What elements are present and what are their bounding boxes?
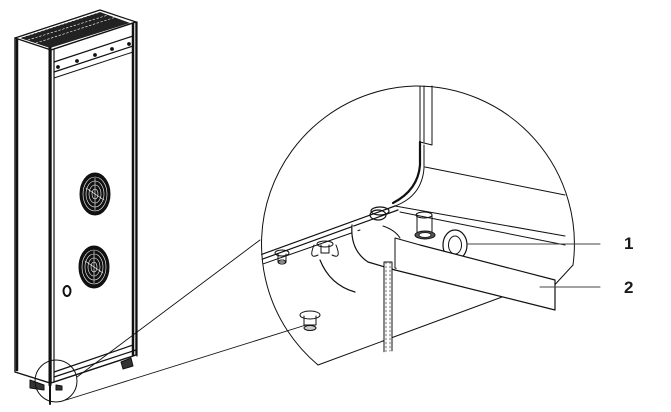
hanging-strap (383, 261, 393, 361)
drain-hose (394, 244, 556, 311)
lower-fan-icon (78, 245, 110, 289)
cabinet-unit (14, 9, 138, 405)
detail-marker-circle (34, 359, 78, 403)
callout-2-label: 2 (624, 278, 634, 297)
top-grille (14, 9, 137, 51)
upper-fan-icon (79, 172, 111, 216)
nut-fittings (274, 240, 339, 331)
callout-1-label: 1 (624, 234, 634, 253)
detail-view (260, 85, 601, 366)
